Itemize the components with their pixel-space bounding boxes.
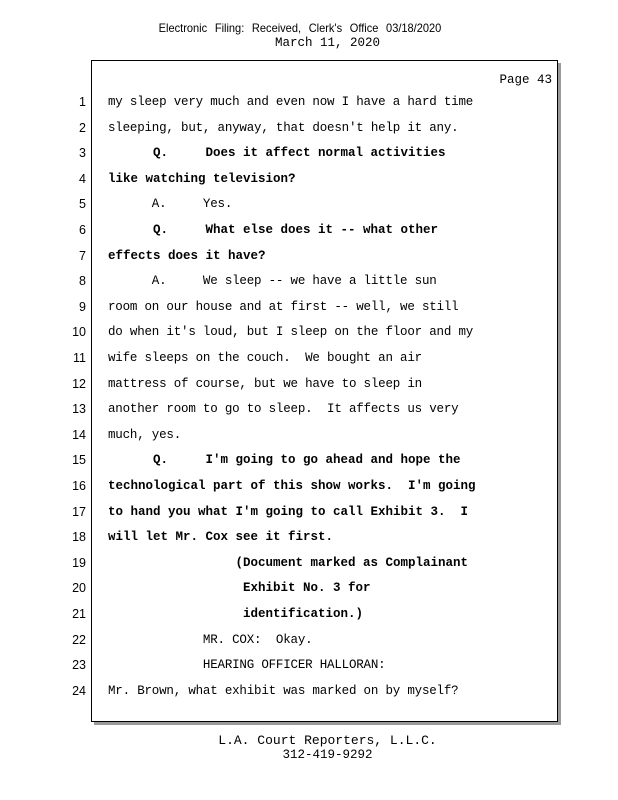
transcript-line: my sleep very much and even now I have a… [108, 95, 474, 109]
transcript-line: MR. COX: Okay. [108, 632, 313, 647]
line-number: 18 [72, 530, 86, 545]
transcript-line: much, yes. [108, 427, 182, 442]
court-reporter-phone: 312-419-9292 [282, 748, 373, 762]
filing-stamp: Electronic Filing: Received, Clerk's Off… [158, 21, 442, 35]
line-number: 13 [72, 402, 86, 417]
transcript-line: Q. What else does it -- what other [108, 223, 439, 237]
transcript-line: A. Yes. [108, 197, 233, 212]
court-reporter-name: L.A. Court Reporters, L.L.C. [218, 733, 437, 748]
transcript-page-frame: Page 43 [91, 60, 558, 722]
transcript-line: will let Mr. Cox see it first. [108, 530, 334, 545]
line-number: 5 [79, 197, 86, 212]
line-number: 9 [79, 299, 86, 314]
transcript-line: A. We sleep -- we have a little sun [108, 274, 437, 289]
line-number: 3 [79, 146, 86, 161]
transcript-line: wife sleeps on the couch. We bought an a… [108, 351, 422, 365]
transcript-line: another room to go to sleep. It affects … [108, 402, 459, 417]
line-number: 14 [72, 427, 86, 442]
transcript-line: Mr. Brown, what exhibit was marked on by… [108, 683, 459, 698]
page-number: Page 43 [499, 73, 552, 87]
line-number: 20 [72, 581, 86, 596]
transcript-line: like watching television? [108, 171, 296, 186]
line-number: 12 [72, 376, 86, 391]
transcript-line: mattress of course, but we have to sleep… [108, 376, 422, 391]
line-number: 4 [79, 171, 86, 186]
line-number: 10 [72, 325, 86, 340]
transcript-line: Q. I'm going to go ahead and hope the [108, 453, 461, 468]
line-number: 23 [72, 658, 86, 673]
transcript-line: identification.) [108, 607, 364, 621]
transcript-line: effects does it have? [108, 248, 266, 263]
line-number: 6 [79, 223, 86, 237]
line-number: 24 [72, 683, 86, 698]
transcript-line: technological part of this show works. I… [108, 479, 476, 493]
transcript-line: sleeping, but, anyway, that doesn't help… [108, 120, 459, 135]
transcript-line: (Document marked as Complainant [108, 555, 469, 570]
line-number: 7 [79, 248, 86, 263]
transcript-line: Exhibit No. 3 for [108, 581, 371, 596]
line-number: 21 [72, 607, 86, 621]
line-number: 17 [72, 504, 86, 519]
line-number: 8 [79, 274, 86, 289]
line-number: 22 [72, 632, 86, 647]
line-number: 1 [79, 95, 86, 109]
line-number: 11 [73, 351, 86, 365]
line-number: 16 [72, 479, 86, 493]
line-number: 2 [79, 120, 86, 135]
transcript-line: Q. Does it affect normal activities [108, 146, 446, 161]
line-number: 19 [72, 555, 86, 570]
line-number: 15 [72, 453, 86, 468]
transcript-line: HEARING OFFICER HALLORAN: [108, 658, 386, 673]
transcript-line: do when it's loud, but I sleep on the fl… [108, 325, 474, 340]
transcript-date: March 11, 2020 [274, 36, 381, 50]
transcript-line: room on our house and at first -- well, … [108, 299, 459, 314]
transcript-line: to hand you what I'm going to call Exhib… [108, 504, 469, 519]
